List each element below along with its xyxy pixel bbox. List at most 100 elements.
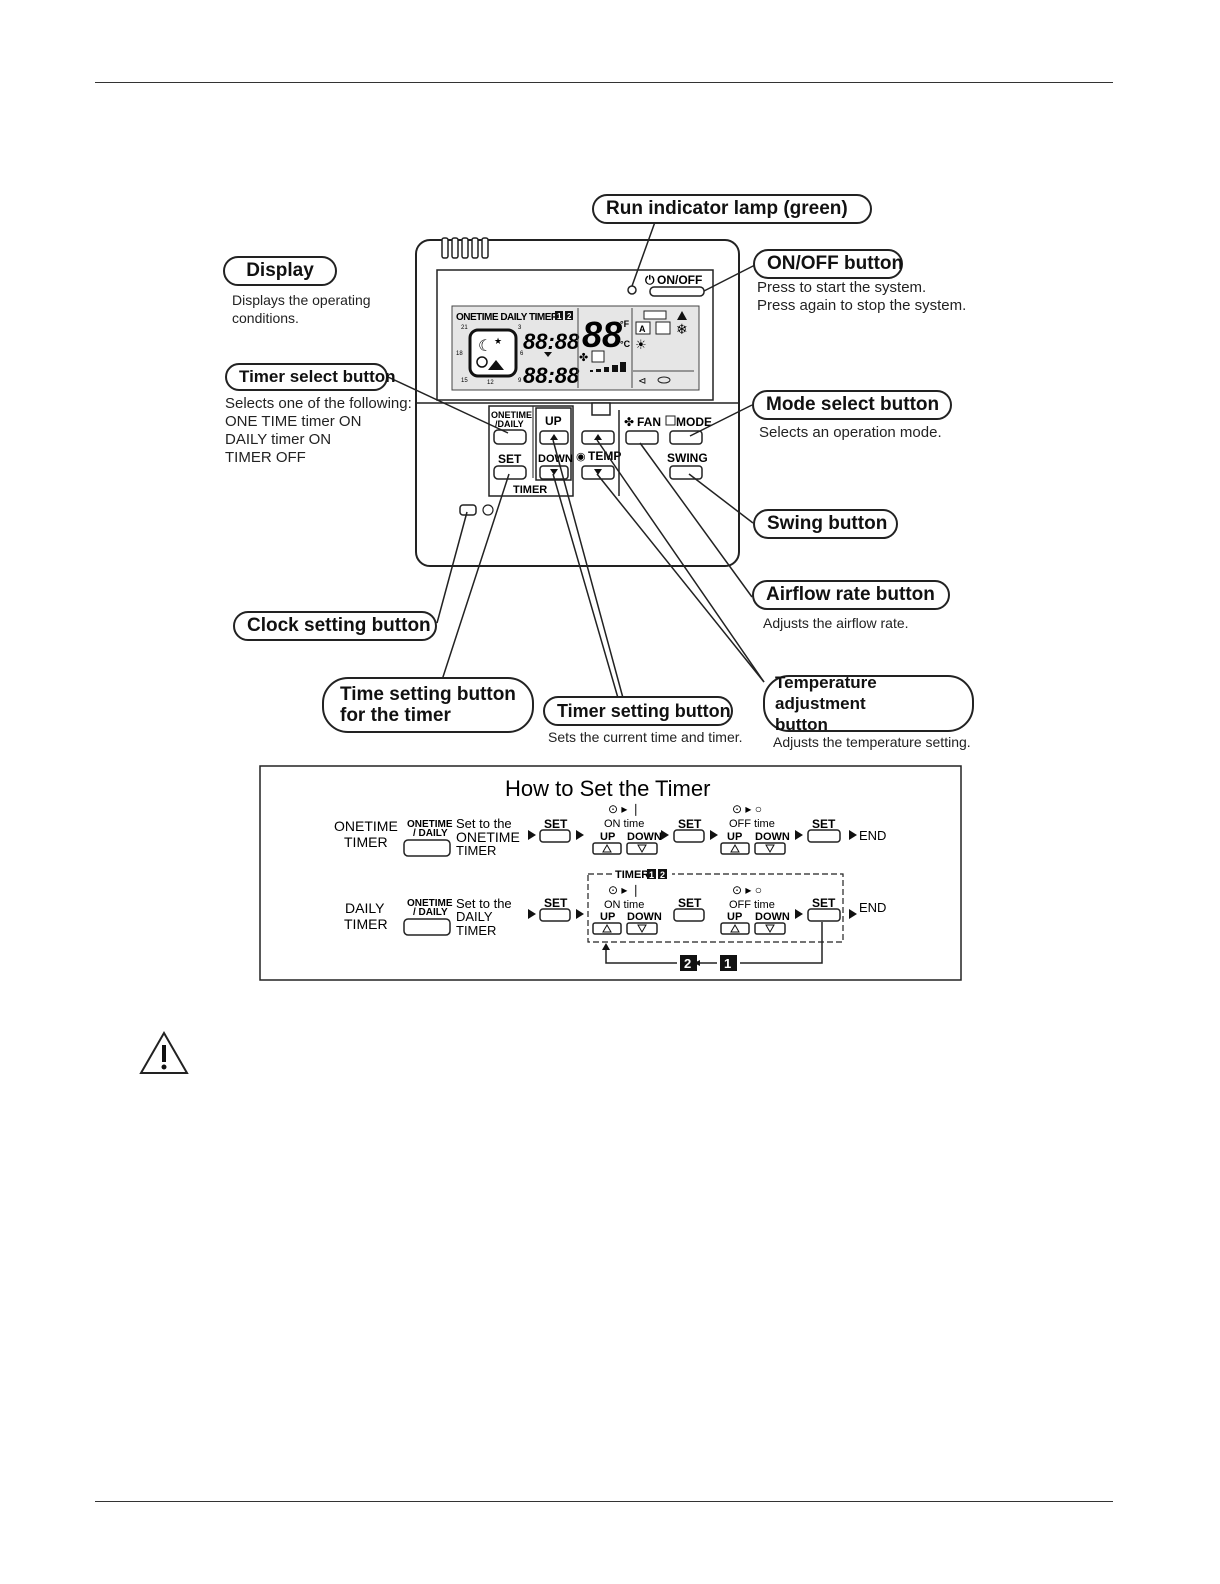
airflow-label: Airflow rate button xyxy=(752,580,950,610)
lcd-time-on: 88:88 xyxy=(523,329,580,354)
lcd-header: ONETIME DAILY TIMER xyxy=(456,312,559,323)
svg-text:SET: SET xyxy=(544,896,568,910)
svg-text:TIMER: TIMER xyxy=(513,484,547,496)
svg-text:ONETIME: ONETIME xyxy=(491,410,532,420)
display-desc: Displays the operating conditions. xyxy=(232,292,371,326)
svg-text:SWING: SWING xyxy=(667,451,708,465)
svg-text:2: 2 xyxy=(567,312,572,321)
timer-key-group xyxy=(488,405,574,497)
svg-text:12: 12 xyxy=(487,380,494,386)
svg-text:OFF time: OFF time xyxy=(729,818,775,830)
remote-clock-key xyxy=(459,504,477,516)
svg-text:ON time: ON time xyxy=(604,818,644,830)
airflow-desc: Adjusts the airflow rate. xyxy=(763,615,909,631)
svg-text:18: 18 xyxy=(456,351,463,357)
mountain-icon xyxy=(488,360,504,370)
how-to-set-timer-box: How to Set the Timer ONETIME TIMER ONETI… xyxy=(259,765,962,981)
mode-select-desc: Selects an operation mode. xyxy=(759,424,942,441)
svg-text:1: 1 xyxy=(649,870,654,880)
fan-icon-lcd: ✤ xyxy=(579,352,588,364)
sun-icon xyxy=(476,356,488,368)
remote-control-diagram: ON/OFF ⏻ ONETIME DAILY TIMER 1 2 ☾ ★ 21 … xyxy=(387,221,765,699)
svg-text:SET: SET xyxy=(812,896,836,910)
svg-text:TIMER: TIMER xyxy=(456,923,496,938)
svg-text:/DAILY: /DAILY xyxy=(495,419,524,429)
svg-text:/ DAILY: / DAILY xyxy=(413,828,448,839)
svg-text:2: 2 xyxy=(660,870,665,880)
svg-text:FAN: FAN xyxy=(637,415,661,429)
svg-text:SET: SET xyxy=(678,817,702,831)
svg-text:TIMER: TIMER xyxy=(456,843,496,858)
footer-rule xyxy=(95,1501,1113,1502)
remote-onoff-text: ON/OFF xyxy=(657,273,702,287)
onoff-label: ON/OFF button xyxy=(753,249,903,279)
swing-label: Swing button xyxy=(753,509,898,539)
snowflake-icon: ❄ xyxy=(676,321,688,337)
timer-select-desc: Selects one of the following: ONE TIME t… xyxy=(225,395,412,466)
svg-text:UP: UP xyxy=(600,831,615,843)
svg-text:DOWN: DOWN xyxy=(627,911,662,923)
vent-icon xyxy=(441,237,489,259)
svg-text:15: 15 xyxy=(461,378,468,384)
svg-text:DOWN: DOWN xyxy=(627,831,662,843)
svg-text:SET: SET xyxy=(544,817,568,831)
svg-text:3: 3 xyxy=(518,325,522,331)
svg-text:⊙ ▸ ❘: ⊙ ▸ ❘ xyxy=(608,802,641,816)
clock-icon xyxy=(482,504,494,516)
svg-text:END: END xyxy=(859,828,886,843)
svg-text:6: 6 xyxy=(520,351,524,357)
svg-text:ON time: ON time xyxy=(604,899,644,911)
remote-onoff-key xyxy=(649,286,705,297)
svg-text:OFF time: OFF time xyxy=(729,899,775,911)
svg-text:TIMER: TIMER xyxy=(615,869,649,881)
run-lamp-label: Run indicator lamp (green) xyxy=(592,194,872,224)
power-icon: ⏻ xyxy=(645,273,655,287)
svg-text:⊲: ⊲ xyxy=(638,376,646,387)
timer-select-label: Timer select button xyxy=(225,363,396,391)
svg-text:1: 1 xyxy=(557,312,562,321)
svg-text:ONETIME: ONETIME xyxy=(456,829,520,845)
star-icon: ★ xyxy=(494,336,502,346)
svg-text:DOWN: DOWN xyxy=(538,453,573,465)
svg-text:⊙ ▸ ○: ⊙ ▸ ○ xyxy=(732,883,762,897)
sun-mode-icon: ☀ xyxy=(635,337,647,352)
svg-text:TIMER: TIMER xyxy=(344,834,388,850)
svg-text:DAILY: DAILY xyxy=(456,909,493,924)
display-label: Display xyxy=(223,256,337,286)
thermometer-icon: ◉ xyxy=(576,451,586,463)
warning-icon xyxy=(139,1030,189,1074)
svg-text:END: END xyxy=(859,900,886,915)
svg-text:DAILY: DAILY xyxy=(345,900,385,916)
remote-timer-set-key xyxy=(493,465,527,480)
how-to-title: How to Set the Timer xyxy=(505,776,710,801)
header-rule xyxy=(95,82,1113,83)
svg-text:1: 1 xyxy=(724,956,731,971)
svg-text:DOWN: DOWN xyxy=(755,831,790,843)
mode-select-label: Mode select button xyxy=(752,390,952,420)
remote-fan-key xyxy=(625,430,659,445)
svg-text:ONETIME: ONETIME xyxy=(407,819,453,830)
timer-setting-label: Timer setting button xyxy=(543,696,733,726)
svg-text:⊙ ▸ ○: ⊙ ▸ ○ xyxy=(732,802,762,816)
svg-text:MODE: MODE xyxy=(676,415,712,429)
svg-text:°F: °F xyxy=(620,319,630,329)
svg-text:9: 9 xyxy=(518,378,522,384)
svg-text:UP: UP xyxy=(545,414,562,428)
svg-text:UP: UP xyxy=(727,831,742,843)
clock-label: Clock setting button xyxy=(233,611,437,641)
svg-text:ONETIME: ONETIME xyxy=(334,818,398,834)
moon-icon: ☾ xyxy=(478,338,492,355)
remote-onetime-daily-key[interactable] xyxy=(493,429,527,445)
svg-text:SET: SET xyxy=(498,452,522,466)
svg-text:SET: SET xyxy=(678,896,702,910)
svg-text:UP: UP xyxy=(600,911,615,923)
svg-text:°C: °C xyxy=(620,339,631,349)
svg-text:21: 21 xyxy=(461,325,468,331)
fan-level-bars xyxy=(590,362,626,372)
svg-text:⊙ ▸ ❘: ⊙ ▸ ❘ xyxy=(608,883,641,897)
temp-adjust-desc: Adjusts the temperature setting. xyxy=(773,734,971,750)
svg-text:ONETIME: ONETIME xyxy=(407,898,453,909)
svg-text:TIMER: TIMER xyxy=(344,916,388,932)
onoff-desc: Press to start the system. Press again t… xyxy=(757,279,967,314)
